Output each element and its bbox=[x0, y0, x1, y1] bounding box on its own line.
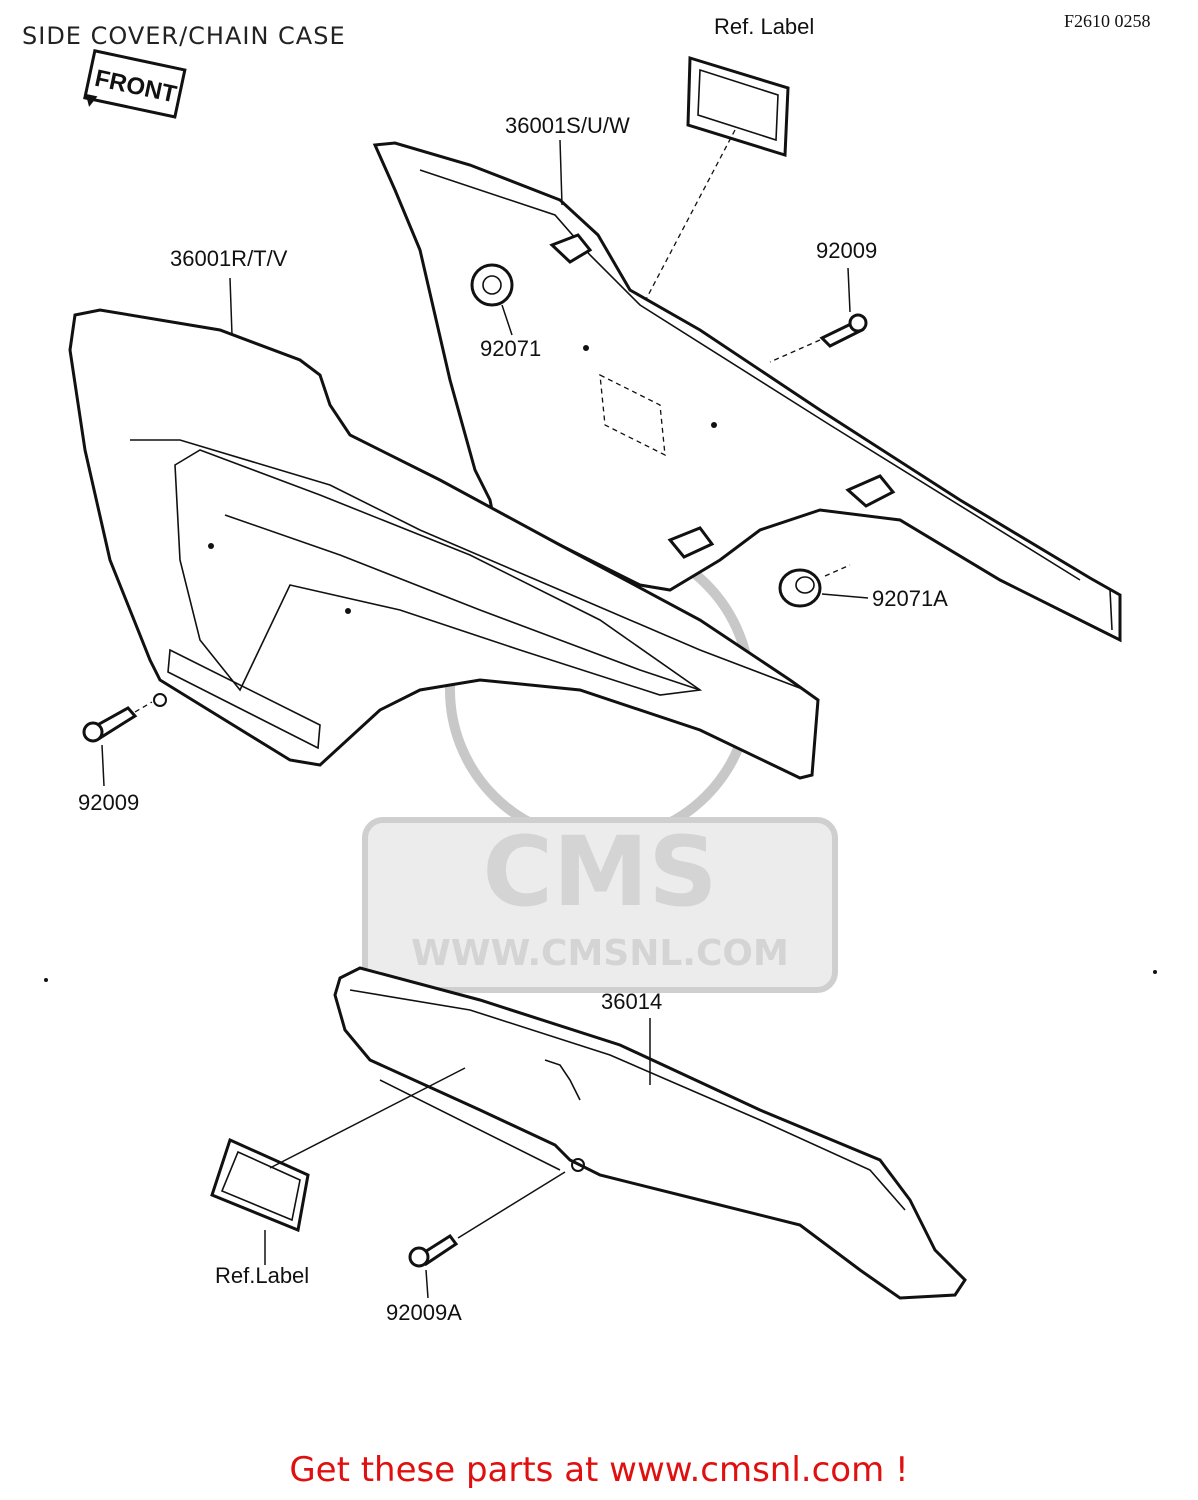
footer-link[interactable]: Get these parts at www.cmsnl.com ! bbox=[289, 1450, 909, 1490]
bolt-92009a bbox=[408, 1233, 459, 1268]
label-grommet-right: 92071A bbox=[872, 586, 948, 611]
side-cover-right bbox=[372, 141, 1122, 643]
bolt-92009-left bbox=[82, 706, 138, 743]
clip-low bbox=[667, 526, 715, 559]
cms-watermark: CMS WWW.CMSNL.COM bbox=[362, 535, 838, 993]
label-ref-label-bottom: Ref.Label bbox=[215, 1263, 309, 1288]
ref-label-sticker-top bbox=[686, 55, 790, 158]
clip-top bbox=[549, 233, 593, 264]
page-title: SIDE COVER/CHAIN CASE bbox=[22, 22, 346, 50]
label-grommet-top: 92071 bbox=[480, 336, 541, 361]
label-bolt-top-right: 92009 bbox=[816, 238, 877, 263]
label-side-cover-left: 36001R/T/V bbox=[170, 246, 288, 271]
grommet-92071a bbox=[778, 568, 822, 608]
label-side-cover-right: 36001S/U/W bbox=[505, 113, 630, 138]
ref-label-sticker-bottom bbox=[210, 1137, 310, 1233]
side-cover-left bbox=[68, 308, 820, 780]
chain-case bbox=[333, 966, 967, 1300]
clip-mid bbox=[845, 474, 896, 508]
grommet-92071 bbox=[470, 263, 514, 307]
watermark-logo-text: CMS bbox=[482, 816, 717, 928]
bolt-92009-top bbox=[819, 313, 868, 348]
front-arrow-icon: FRONT bbox=[83, 49, 187, 119]
diagram-code: F2610 0258 bbox=[1064, 11, 1151, 31]
label-ref-label-top: Ref. Label bbox=[714, 14, 814, 39]
label-bolt-bottom: 92009A bbox=[386, 1300, 462, 1325]
watermark-url: WWW.CMSNL.COM bbox=[411, 933, 789, 974]
label-bolt-left: 92009 bbox=[78, 790, 139, 815]
label-chain-case: 36014 bbox=[601, 989, 662, 1014]
